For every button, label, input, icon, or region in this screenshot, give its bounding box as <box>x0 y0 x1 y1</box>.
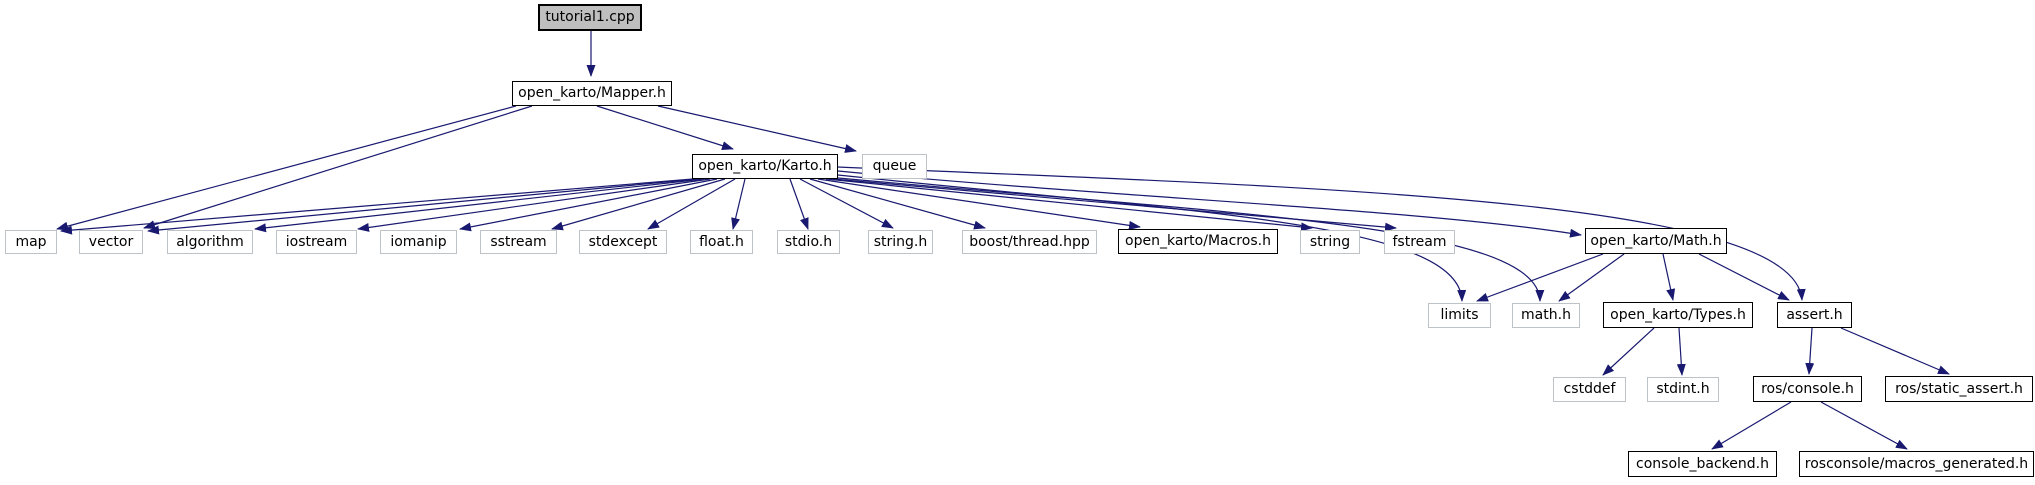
edge-karto-to-algorithm <box>254 178 705 233</box>
node-map: map <box>5 230 57 254</box>
node-math[interactable]: open_karto/Math.h <box>1585 228 1727 254</box>
node-stringh: string.h <box>868 230 933 254</box>
node-vector: vector <box>79 230 143 254</box>
node-queue: queue <box>862 154 927 179</box>
edge-karto-to-math <box>837 170 1582 238</box>
edge-karto-to-macros <box>817 178 1141 230</box>
edge-types-to-cstddef <box>1602 327 1655 376</box>
node-macrosgen[interactable]: rosconsole/macros_generated.h <box>1799 451 2034 477</box>
edge-mapper-to-vector <box>143 105 533 229</box>
edge-karto-to-stdexcept <box>647 178 736 230</box>
edge-karto-to-map <box>60 178 694 235</box>
node-string: string <box>1300 230 1360 254</box>
edge-karto-to-boost <box>809 178 986 230</box>
edge-mapper-to-karto <box>596 105 734 150</box>
node-macros[interactable]: open_karto/Macros.h <box>1118 229 1278 254</box>
node-iomanip: iomanip <box>380 230 457 254</box>
node-mapper[interactable]: open_karto/Mapper.h <box>512 81 672 106</box>
edge-asserth-to-rosstatic <box>1840 327 1950 375</box>
edge-karto-to-asserth <box>837 166 1806 301</box>
node-mathh: math.h <box>1512 303 1580 328</box>
edge-karto-to-stdioh <box>789 178 809 230</box>
edge-rosconsole-to-macrosgen <box>1820 401 1908 450</box>
node-algorithm: algorithm <box>167 230 253 254</box>
node-stdinth: stdint.h <box>1647 377 1719 402</box>
edge-karto-to-floath <box>731 178 746 230</box>
edge-karto-to-limits <box>837 174 1467 302</box>
edge-math-to-asserth <box>1698 253 1790 301</box>
node-iostream: iostream <box>276 230 357 254</box>
node-sstream: sstream <box>480 230 557 254</box>
edge-rosconsole-to-consolebackend <box>1711 401 1792 450</box>
node-karto[interactable]: open_karto/Karto.h <box>692 154 838 179</box>
node-rosstatic[interactable]: ros/static_assert.h <box>1885 376 2033 402</box>
edge-karto-to-sstream <box>551 178 726 231</box>
node-floath: float.h <box>690 230 753 254</box>
node-stdioh: stdio.h <box>777 230 840 254</box>
edge-karto-to-string <box>825 178 1313 232</box>
edge-mapper-to-map <box>56 105 517 231</box>
node-rosconsole[interactable]: ros/console.h <box>1753 376 1862 402</box>
edge-asserth-to-rosconsole <box>1805 327 1815 375</box>
node-cstddef: cstddef <box>1553 377 1626 402</box>
edge-karto-to-mathh <box>837 177 1545 302</box>
edge-math-to-mathh <box>1558 253 1625 302</box>
edge-types-to-stdinth <box>1676 327 1686 376</box>
edge-karto-to-vector <box>147 178 699 235</box>
node-tutorial1[interactable]: tutorial1.cpp <box>538 4 642 31</box>
node-stdexcept: stdexcept <box>579 230 667 254</box>
edge-karto-to-stringh <box>799 178 894 229</box>
node-asserth[interactable]: assert.h <box>1777 302 1852 328</box>
node-consolebackend[interactable]: console_backend.h <box>1628 451 1777 477</box>
node-types[interactable]: open_karto/Types.h <box>1603 302 1753 328</box>
edge-math-to-types <box>1662 253 1676 301</box>
node-limits: limits <box>1428 303 1491 328</box>
edge-karto-to-iomanip <box>459 178 718 232</box>
node-fstream: fstream <box>1384 230 1455 254</box>
edge-math-to-limits <box>1476 253 1604 302</box>
node-boost: boost/thread.hpp <box>962 230 1097 254</box>
edge-mapper-to-queue <box>657 105 857 153</box>
edge-karto-to-iostream <box>357 178 711 232</box>
